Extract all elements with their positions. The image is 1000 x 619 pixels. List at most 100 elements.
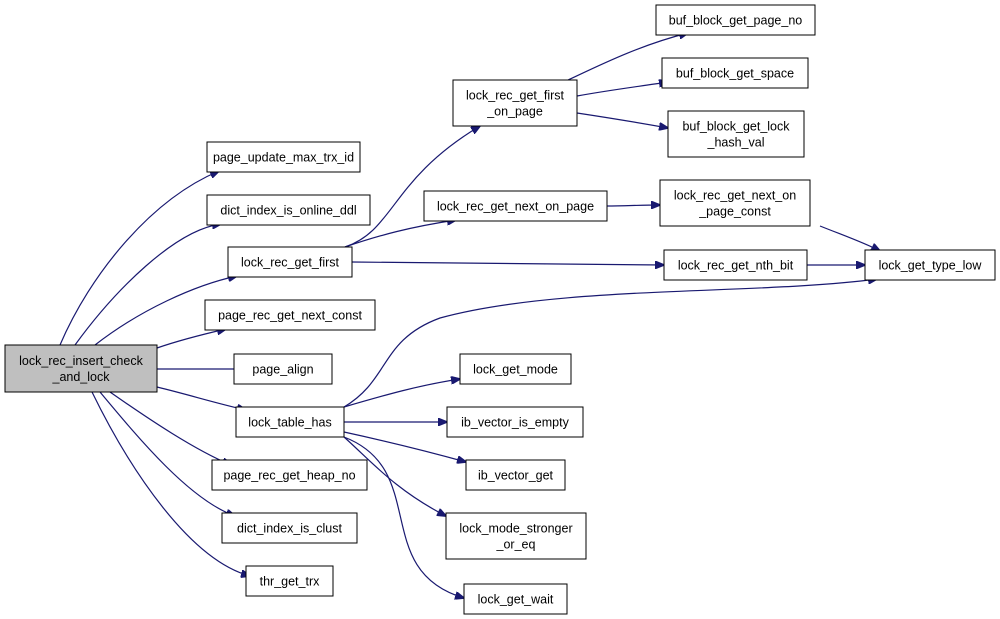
edge-lock-rec-insert-check-and-lock-to-lock-table-has [156, 386, 246, 410]
node-lock-rec-get-next-on-page-const[interactable]: lock_rec_get_next_on _page_const [659, 179, 811, 227]
node-page-rec-get-next-const[interactable]: page_rec_get_next_const [204, 299, 376, 331]
edge-lock-rec-get-first-to-lock-rec-get-next-on-page [344, 220, 456, 248]
node-box [465, 459, 566, 491]
node-label: page_align [252, 363, 313, 377]
node-lock-rec-get-nth-bit[interactable]: lock_rec_get_nth_bit [663, 249, 808, 281]
edge-lock-table-has-to-lock-get-type-low [343, 279, 877, 408]
node-label: _hash_val [707, 136, 765, 150]
node-label: lock_mode_stronger [459, 522, 572, 536]
node-thr-get-trx[interactable]: thr_get_trx [245, 565, 334, 597]
node-label: lock_rec_get_next_on [674, 189, 796, 203]
edge-line [567, 33, 688, 81]
edge-lock-rec-insert-check-and-lock-to-dict-index-is-online-ddl [74, 224, 221, 346]
edge-line [606, 205, 660, 206]
node-box [459, 353, 572, 385]
node-box [211, 459, 368, 491]
node-label: ib_vector_get [478, 469, 554, 483]
node-label: _on_page [486, 105, 543, 119]
node-box [655, 4, 816, 36]
node-page-rec-get-heap-no[interactable]: page_rec_get_heap_no [211, 459, 368, 491]
node-label: thr_get_trx [260, 575, 321, 589]
node-lock-get-wait[interactable]: lock_get_wait [463, 583, 568, 615]
node-page-update-max-trx-id[interactable]: page_update_max_trx_id [206, 141, 361, 173]
edge-lock-rec-insert-check-and-lock-to-page-rec-get-next-const [156, 329, 226, 349]
nodes-layer: lock_rec_insert_check_and_lock page_updat… [4, 4, 996, 615]
node-lock-rec-insert-check-and-lock[interactable]: lock_rec_insert_check_and_lock [4, 344, 158, 393]
node-label: lock_get_wait [478, 593, 554, 607]
node-label: lock_get_mode [473, 363, 558, 377]
node-box [227, 246, 353, 278]
edge-lock-rec-get-next-on-page-to-lock-rec-get-next-on-page-const [606, 205, 660, 206]
edge-lock-rec-get-next-on-page-const-to-lock-get-type-low [819, 225, 880, 251]
node-page-align[interactable]: page_align [233, 353, 333, 385]
edge-line [156, 386, 246, 410]
node-box [233, 353, 333, 385]
edge-line [109, 391, 231, 465]
node-lock-mode-stronger-or-eq[interactable]: lock_mode_stronger_or_eq [445, 512, 587, 560]
node-label: _page_const [698, 205, 771, 219]
edge-lock-rec-insert-check-and-lock-to-page-update-max-trx-id [59, 171, 219, 346]
node-label: lock_rec_get_nth_bit [678, 259, 794, 273]
node-buf-block-get-lock-hash-val[interactable]: buf_block_get_lock _hash_val [667, 110, 805, 158]
edge-line [576, 112, 668, 128]
node-lock-rec-get-first[interactable]: lock_rec_get_first [227, 246, 353, 278]
edge-line [819, 225, 880, 251]
node-dict-index-is-clust[interactable]: dict_index_is_clust [221, 512, 358, 544]
edge-line [351, 262, 664, 265]
node-box [206, 141, 361, 173]
node-ib-vector-get[interactable]: ib_vector_get [465, 459, 566, 491]
edge-lock-rec-insert-check-and-lock-to-dict-index-is-clust [99, 391, 235, 516]
node-label: buf_block_get_lock [682, 120, 790, 134]
edge-lock-rec-get-first-to-lock-rec-get-first-on-page [344, 126, 480, 248]
node-box [864, 249, 996, 281]
node-box [245, 565, 334, 597]
node-label: buf_block_get_page_no [669, 14, 803, 28]
edge-line [344, 126, 480, 248]
node-box [445, 512, 587, 560]
edge-line [576, 82, 668, 97]
node-label: lock_rec_get_first [466, 89, 564, 103]
edge-line [99, 391, 235, 516]
edge-line [156, 329, 226, 349]
node-lock-rec-get-first-on-page[interactable]: lock_rec_get_first _on_page [452, 79, 578, 127]
edge-lock-rec-get-first-on-page-to-buf-block-get-space [576, 82, 668, 97]
node-label: page_rec_get_next_const [218, 309, 362, 323]
node-box [4, 344, 158, 393]
node-box [446, 406, 584, 438]
edge-lock-table-has-to-lock-mode-stronger-or-eq [343, 436, 446, 516]
edge-line [94, 276, 237, 346]
edge-lock-rec-insert-check-and-lock-to-thr-get-trx [91, 391, 250, 576]
node-buf-block-get-page-no[interactable]: buf_block_get_page_no [655, 4, 816, 36]
node-box [221, 512, 358, 544]
node-dict-index-is-online-ddl[interactable]: dict_index_is_online_ddl [206, 194, 371, 226]
node-box [463, 583, 568, 615]
node-label: ib_vector_is_empty [461, 416, 569, 430]
node-label: lock_table_has [248, 416, 331, 430]
node-buf-block-get-space[interactable]: buf_block_get_space [661, 57, 809, 89]
edges-layer [59, 33, 880, 598]
edge-lock-rec-insert-check-and-lock-to-page-rec-get-heap-no [109, 391, 231, 465]
node-label: _and_lock [52, 370, 111, 384]
edge-lock-rec-get-first-to-lock-rec-get-nth-bit [351, 262, 664, 265]
node-label: page_rec_get_heap_no [223, 469, 355, 483]
node-box [235, 406, 345, 438]
node-lock-table-has[interactable]: lock_table_has [235, 406, 345, 438]
node-lock-rec-get-next-on-page[interactable]: lock_rec_get_next_on_page [423, 190, 608, 222]
node-label: lock_rec_get_next_on_page [437, 200, 594, 214]
node-lock-get-mode[interactable]: lock_get_mode [459, 353, 572, 385]
node-box [663, 249, 808, 281]
edge-lock-rec-insert-check-and-lock-to-lock-rec-get-first [94, 276, 237, 346]
edge-lock-table-has-to-lock-get-mode [343, 379, 460, 408]
edge-line [343, 436, 446, 516]
node-lock-get-type-low[interactable]: lock_get_type_low [864, 249, 996, 281]
node-box [206, 194, 371, 226]
node-box [667, 110, 805, 158]
edge-line [343, 436, 464, 598]
node-label: lock_rec_get_first [241, 256, 339, 270]
edge-line [343, 379, 460, 408]
edge-line [344, 220, 456, 248]
node-label: lock_get_type_low [879, 259, 983, 273]
node-ib-vector-is-empty[interactable]: ib_vector_is_empty [446, 406, 584, 438]
edge-line [343, 279, 877, 408]
